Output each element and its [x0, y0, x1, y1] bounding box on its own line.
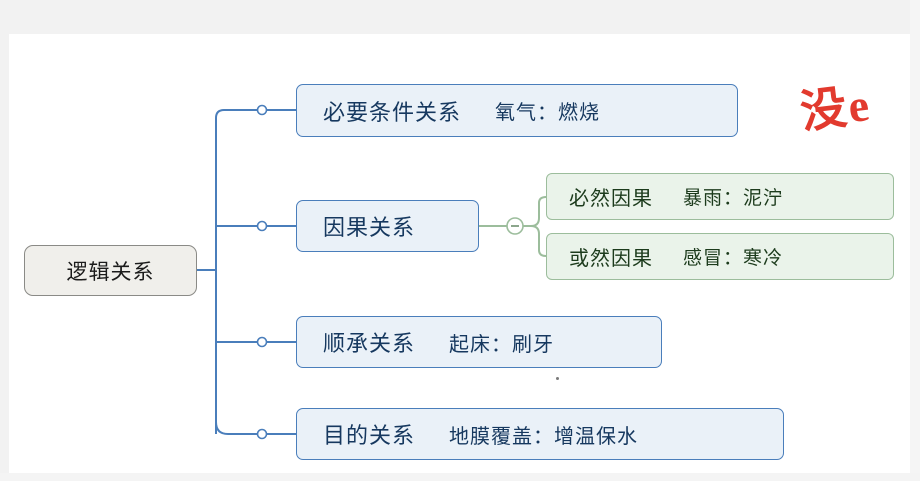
node-probable-causal-label: 或然因果: [569, 248, 653, 270]
node-inevitable-causal[interactable]: 必然因果 暴雨：泥泞: [546, 173, 894, 220]
node-causal-label: 因果关系: [323, 215, 416, 240]
node-inevitable-causal-example: 暴雨：泥泞: [683, 188, 784, 209]
left-border-band: [0, 0, 9, 481]
node-sequential-label: 顺承关系: [323, 331, 416, 356]
top-border-band: [0, 0, 920, 34]
node-root-label: 逻辑关系: [66, 260, 155, 284]
handwritten-annotation: 没e: [797, 78, 874, 139]
node-sequential-example: 起床：刷牙: [449, 333, 555, 356]
node-purpose-example: 地膜覆盖：增温保水: [449, 425, 639, 448]
node-necessary-condition[interactable]: 必要条件关系 氧气：燃烧: [296, 84, 738, 137]
node-purpose-label: 目的关系: [323, 423, 416, 448]
node-necessary-condition-label: 必要条件关系: [323, 99, 462, 125]
node-probable-causal[interactable]: 或然因果 感冒：寒冷: [546, 233, 894, 280]
bottom-border-band: [0, 473, 920, 481]
node-purpose[interactable]: 目的关系 地膜覆盖：增温保水: [296, 408, 784, 460]
node-necessary-condition-example: 氧气：燃烧: [495, 102, 601, 124]
node-causal[interactable]: 因果关系: [296, 200, 479, 252]
right-border-band: [910, 0, 920, 481]
node-inevitable-causal-label: 必然因果: [569, 188, 653, 210]
node-sequential[interactable]: 顺承关系 起床：刷牙: [296, 316, 662, 368]
node-probable-causal-example: 感冒：寒冷: [683, 248, 784, 269]
stray-dot-mark: [556, 377, 559, 380]
node-root[interactable]: 逻辑关系: [24, 245, 197, 296]
